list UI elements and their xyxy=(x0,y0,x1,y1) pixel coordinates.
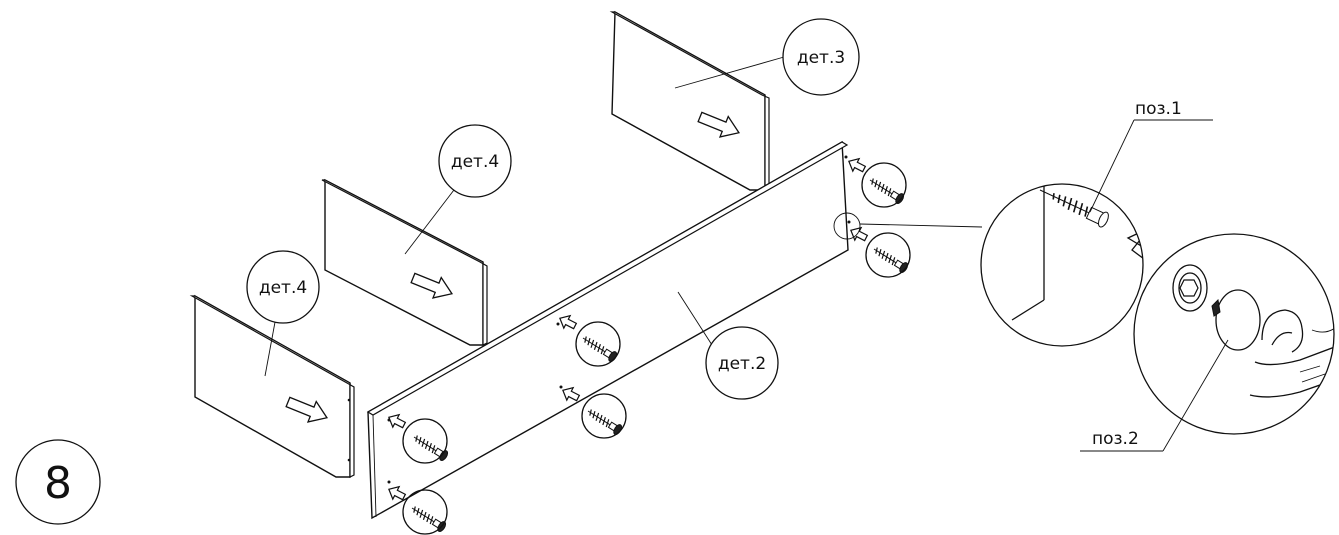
arrow-icon xyxy=(845,154,868,176)
hex-key-icon xyxy=(1126,222,1143,346)
step-number: 8 xyxy=(44,458,72,509)
confirmat-screw-icon xyxy=(584,405,624,437)
detail-magnifier-icon xyxy=(833,212,983,240)
detail-screw-insertion: поз.1 xyxy=(980,99,1213,347)
part-label-part4-back: дет.4 xyxy=(438,124,512,198)
part-label-text: дет.3 xyxy=(797,48,845,68)
part-label-part2: дет.2 xyxy=(705,326,779,400)
panel-part3 xyxy=(609,10,785,191)
screw-bubbles xyxy=(402,162,911,535)
panel-part4-back xyxy=(321,178,488,346)
confirmat-screw-icon xyxy=(408,502,448,534)
panel-part2 xyxy=(366,140,851,520)
screw-cap-icon xyxy=(1172,264,1261,351)
confirmat-screw-icon xyxy=(870,243,910,275)
detail-screw-cap: поз.2 xyxy=(1080,233,1335,452)
step-number-circle xyxy=(15,439,101,525)
hand-icon xyxy=(1249,309,1334,398)
part-label-text: дет.4 xyxy=(451,152,499,172)
position-label-pos2: поз.2 xyxy=(1092,429,1139,449)
part-label-part3: дет.3 xyxy=(782,18,860,96)
part-label-text: дет.2 xyxy=(718,354,766,374)
arrow-icon xyxy=(847,223,870,245)
step-number-badge: 8 xyxy=(15,439,101,525)
position-label-pos1: поз.1 xyxy=(1135,99,1182,119)
part-label-text: дет.4 xyxy=(259,278,307,298)
part-label-part4-front: дет.4 xyxy=(246,250,320,324)
panel-part4-front xyxy=(189,294,355,478)
